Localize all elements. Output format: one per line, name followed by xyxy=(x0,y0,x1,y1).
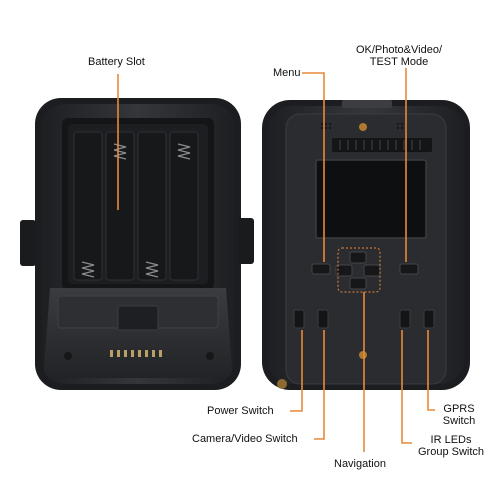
tripod-screw-bottom xyxy=(359,351,367,359)
callout-line-menu xyxy=(302,72,325,262)
label-ok-line2: TEST Mode xyxy=(369,56,429,68)
callout-line-gprs xyxy=(427,330,435,411)
label-ir-line1: IR LEDs xyxy=(430,434,472,446)
label-menu: Menu xyxy=(273,67,301,79)
label-ok-photo-video: OK/Photo&Video/ TEST Mode xyxy=(345,44,453,68)
label-ir-line2: Group Switch xyxy=(417,446,485,458)
label-gprs-line1: GPRS xyxy=(443,403,475,415)
battery-springs xyxy=(81,143,191,278)
left-hinge xyxy=(20,220,36,266)
callout-line-power xyxy=(290,330,303,412)
label-power-switch: Power Switch xyxy=(207,405,274,417)
slide-switches[interactable] xyxy=(293,309,435,329)
label-ir-leds-group-switch: IR LEDs Group Switch xyxy=(411,434,491,458)
tripod-screw-top xyxy=(359,123,367,131)
contact-pins xyxy=(110,350,162,357)
ir-leds-switch[interactable] xyxy=(399,309,411,329)
callout-line-ir-leds xyxy=(401,330,412,444)
battery-slots xyxy=(73,131,199,281)
label-camera-video-switch: Camera/Video Switch xyxy=(192,433,298,445)
left-camera-body xyxy=(20,98,254,390)
label-battery-slot: Battery Slot xyxy=(88,56,145,68)
navigation-pad[interactable] xyxy=(335,251,381,290)
menu-button[interactable] xyxy=(311,263,331,275)
power-switch[interactable] xyxy=(293,309,305,329)
camera-video-switch[interactable] xyxy=(317,309,329,329)
strap-post xyxy=(277,379,287,389)
callout-line-camera-video xyxy=(314,330,325,440)
lcd-screen xyxy=(315,159,427,239)
navigation-highlight xyxy=(337,247,381,293)
label-gprs-line2: Switch xyxy=(442,415,476,427)
callout-lines xyxy=(117,68,435,452)
label-ok-line1: OK/Photo&Video/ xyxy=(355,44,443,56)
right-hinge xyxy=(238,218,254,264)
label-navigation: Navigation xyxy=(334,458,386,470)
ok-button[interactable] xyxy=(399,263,419,275)
right-camera-body xyxy=(262,100,470,390)
door-latch xyxy=(117,305,159,331)
label-gprs-switch: GPRS Switch xyxy=(437,403,481,427)
gprs-switch[interactable] xyxy=(423,309,435,329)
